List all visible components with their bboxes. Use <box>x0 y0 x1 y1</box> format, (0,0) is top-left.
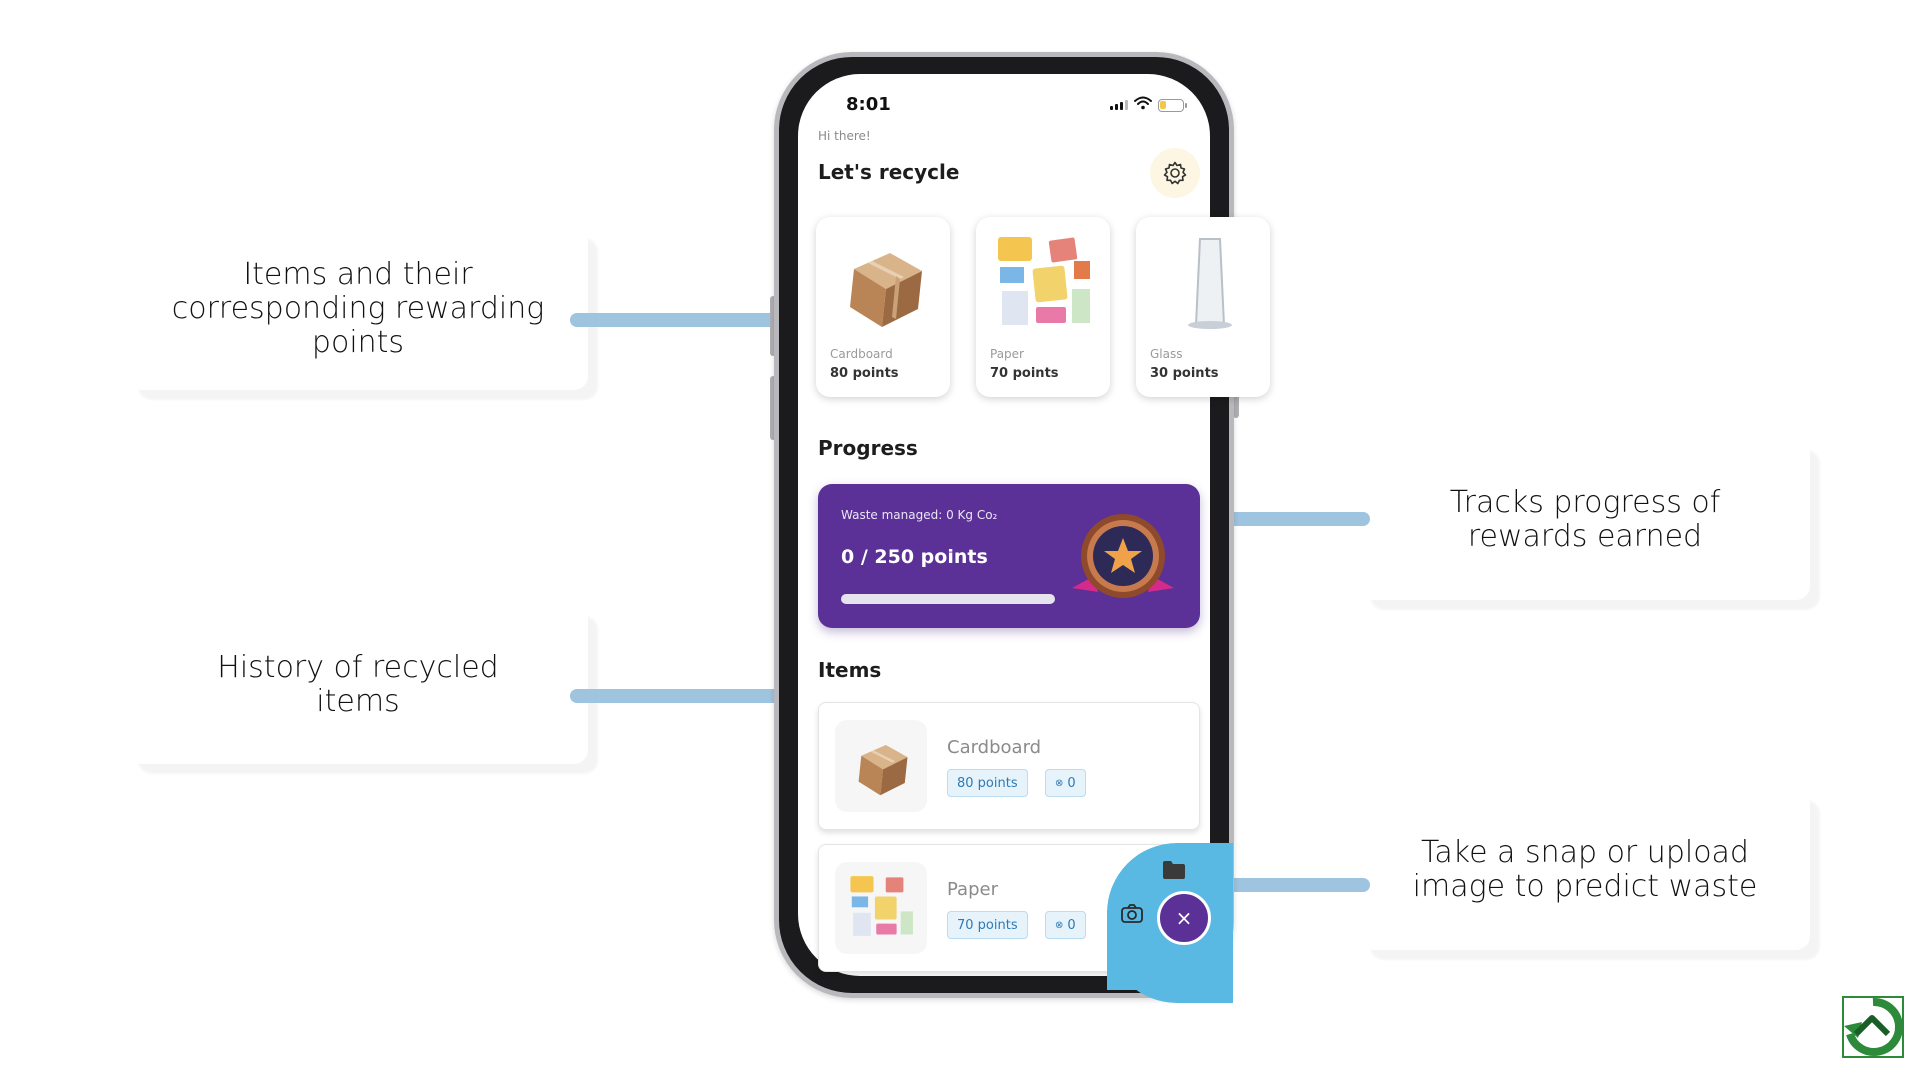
phone-volume-button-top <box>770 296 776 356</box>
progress-card[interactable]: Waste managed: 0 Kg Co₂ 0 / 250 points <box>818 484 1200 628</box>
coin-icon: ⊗ <box>1055 777 1064 789</box>
page-title: Let's recycle <box>818 160 960 184</box>
callout-progress-text: Tracks progress of rewards earned <box>1449 485 1721 554</box>
progress-bar <box>841 594 1055 604</box>
recycle-logo-icon <box>1842 996 1904 1058</box>
battery-icon <box>1158 99 1187 112</box>
item-points: 80 points <box>957 775 1018 791</box>
category-name: Glass <box>1150 347 1183 361</box>
greeting-text: Hi there! <box>818 129 871 143</box>
callout-snap-text: Take a snap or upload image to predict w… <box>1412 835 1758 904</box>
category-card-glass[interactable]: Glass 30 points <box>1136 217 1270 397</box>
category-name: Cardboard <box>830 347 893 361</box>
category-points: 80 points <box>830 366 899 381</box>
item-count: 0 <box>1067 775 1076 791</box>
item-points: 70 points <box>957 917 1018 933</box>
category-points: 30 points <box>1150 366 1219 381</box>
item-count-chip: ⊗ 0 <box>1045 769 1086 797</box>
connector-progress <box>1198 512 1370 526</box>
callout-snap: Take a snap or upload image to predict w… <box>1360 790 1810 950</box>
paper-notes-image <box>850 876 913 936</box>
settings-button[interactable] <box>1150 148 1200 198</box>
points-progress-text: 0 / 250 points <box>841 546 988 568</box>
folder-icon[interactable] <box>1162 860 1186 880</box>
coin-icon: ⊗ <box>1055 919 1064 931</box>
item-points-chip: 70 points <box>947 911 1028 939</box>
item-count-chip: ⊗ 0 <box>1045 911 1086 939</box>
connector-history <box>570 689 820 703</box>
item-name: Cardboard <box>947 737 1042 758</box>
item-thumbnail <box>835 862 927 954</box>
item-count: 0 <box>1067 917 1076 933</box>
category-name: Paper <box>990 347 1024 361</box>
close-fab-button[interactable]: × <box>1157 891 1211 945</box>
callout-items-points: Items and their corresponding rewarding … <box>128 228 588 390</box>
callout-items-points-text: Items and their corresponding rewarding … <box>171 257 545 360</box>
callout-history: History of recycled items <box>128 606 588 764</box>
status-bar: 8:01 <box>798 74 1210 126</box>
item-thumbnail <box>835 720 927 812</box>
phone-screen: 8:01 Hi there! Let's recycle <box>798 74 1270 1003</box>
callout-history-text: History of recycled items <box>217 650 499 719</box>
progress-section-title: Progress <box>818 436 918 460</box>
items-section-title: Items <box>818 658 882 682</box>
callout-progress: Tracks progress of rewards earned <box>1360 440 1810 600</box>
cardboard-box-image <box>850 253 922 327</box>
signal-icon <box>1110 100 1128 110</box>
medal-star-icon <box>1072 514 1174 598</box>
phone-volume-button-bottom <box>770 376 776 440</box>
history-item-cardboard[interactable]: Cardboard 80 points ⊗ 0 <box>818 702 1200 830</box>
glass-image <box>1188 238 1232 329</box>
waste-managed-text: Waste managed: 0 Kg Co₂ <box>841 508 998 522</box>
gear-icon <box>1163 161 1187 185</box>
category-card-cardboard[interactable]: Cardboard 80 points <box>816 217 950 397</box>
cardboard-box-image <box>858 744 908 796</box>
category-points: 70 points <box>990 366 1059 381</box>
phone-frame: 8:01 Hi there! Let's recycle <box>774 52 1270 1003</box>
connector-snap <box>1220 878 1370 892</box>
close-icon: × <box>1175 906 1193 930</box>
status-time: 8:01 <box>846 94 891 115</box>
paper-notes-image <box>998 237 1090 325</box>
connector-items-points <box>570 313 820 327</box>
wifi-icon <box>1134 96 1152 110</box>
progress-bar-fill <box>841 594 1055 604</box>
item-points-chip: 80 points <box>947 769 1028 797</box>
camera-icon[interactable] <box>1120 902 1144 926</box>
item-name: Paper <box>947 879 998 900</box>
category-card-paper[interactable]: Paper 70 points <box>976 217 1110 397</box>
